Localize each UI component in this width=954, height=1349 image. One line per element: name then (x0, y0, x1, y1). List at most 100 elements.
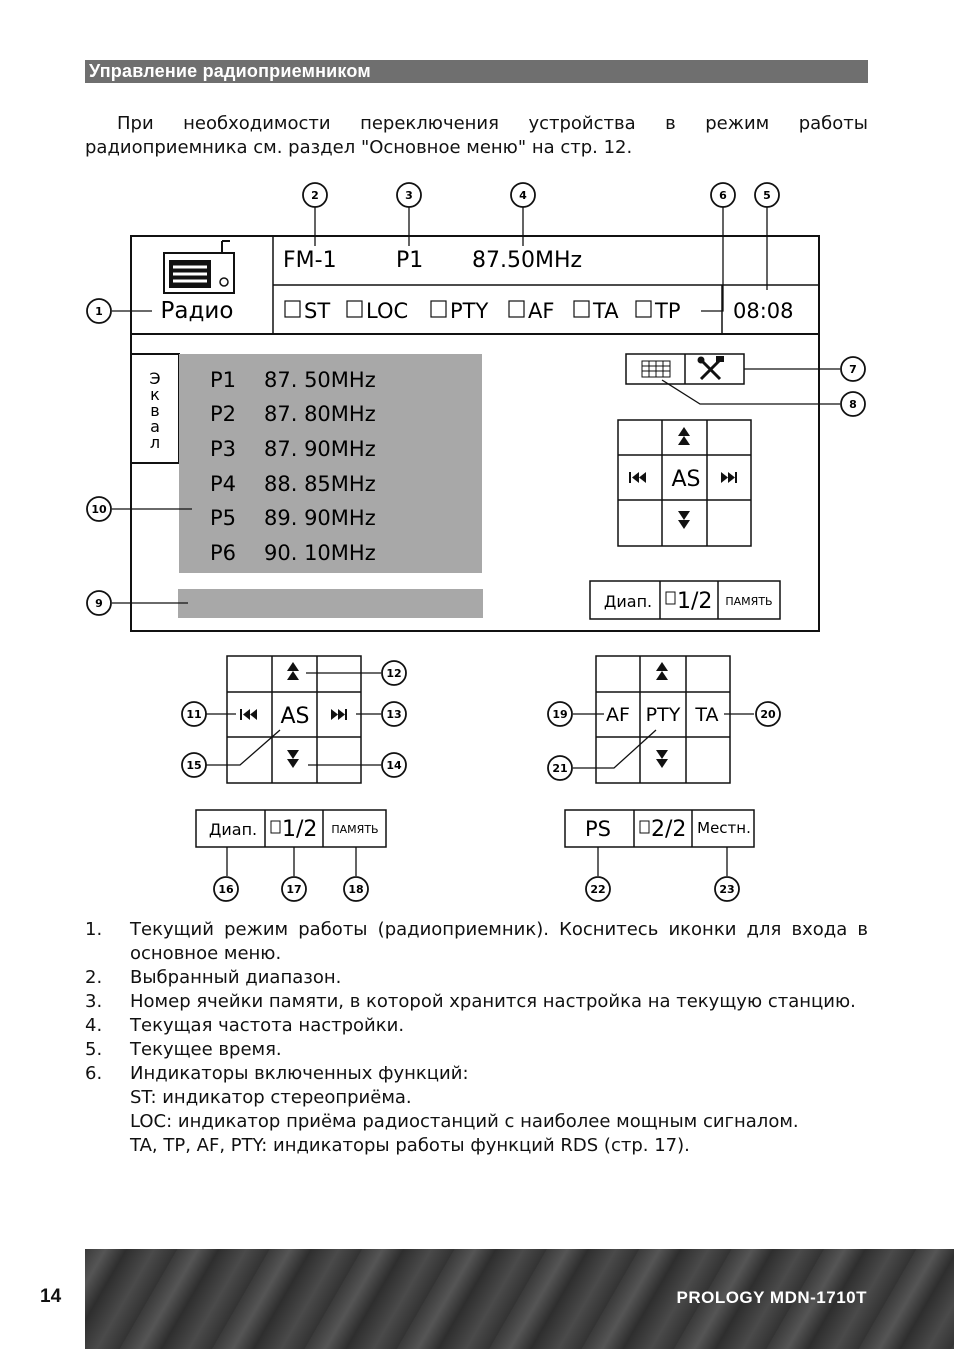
eq-letter: Э (149, 369, 160, 388)
indicator-tp: TP (654, 299, 681, 323)
band-button[interactable]: Диап. (604, 592, 652, 611)
callout-number: 22 (590, 883, 605, 896)
indicator-ta: TA (592, 299, 619, 323)
callout-number: 12 (386, 667, 401, 680)
preset-freq[interactable]: 87. 90MHz (264, 437, 376, 461)
section-title: Управление радиоприемником (85, 60, 868, 83)
prev-icon[interactable] (629, 472, 646, 483)
seek-down-icon[interactable] (656, 750, 668, 768)
brand-label: PROLOGY MDN-1710T (676, 1288, 867, 1307)
intro-paragraph: При необходимости переключения устройств… (85, 113, 868, 158)
list-subitem: ST: индикатор стереоприёма. (130, 1087, 412, 1108)
seek-down-icon[interactable] (287, 750, 299, 768)
band-label: FM-1 (283, 248, 337, 273)
ps-button[interactable]: PS (585, 817, 611, 841)
list-item: 5.Текущее время. (85, 1039, 282, 1060)
pty-button[interactable]: PTY (646, 704, 681, 726)
eq-tab[interactable] (130, 353, 180, 464)
callout-number: 4 (519, 189, 527, 202)
as-button[interactable]: AS (280, 704, 309, 729)
band-button[interactable]: Диап. (209, 820, 257, 839)
preset-name[interactable]: P6 (210, 541, 236, 565)
eq-letter: л (150, 433, 160, 452)
local-button[interactable]: Местн. (697, 819, 751, 837)
callout-number: 3 (405, 189, 413, 202)
indicator-af: AF (528, 299, 554, 323)
callout-number: 5 (763, 189, 771, 202)
preset-freq[interactable]: 87. 50MHz (264, 368, 376, 392)
radio-icon[interactable] (163, 240, 235, 294)
list-item: 1.Текущий режим работы (радиоприемник). … (85, 919, 868, 964)
frequency-label: 87.50MHz (472, 248, 582, 273)
callout-number: 8 (849, 398, 857, 411)
page-icon (639, 820, 650, 834)
eq-letter: к (150, 385, 160, 404)
preset-name[interactable]: P1 (210, 368, 236, 392)
callout-number: 7 (849, 363, 857, 376)
callout-number: 6 (719, 189, 727, 202)
callout-number: 11 (186, 708, 201, 721)
indicator-st: ST (304, 299, 330, 323)
preset-list (179, 354, 482, 573)
callout-number: 10 (91, 503, 107, 516)
list-item: 2.Выбранный диапазон. (85, 967, 342, 988)
page-number: 14 (40, 1286, 62, 1307)
page-icon (270, 820, 281, 834)
list-subitem: TA, TP, AF, PTY: индикаторы работы функц… (130, 1135, 690, 1156)
page-button[interactable]: 2/2 (651, 817, 686, 842)
indicator-loc: LOC (366, 299, 408, 323)
footer-band (85, 1249, 954, 1349)
mode-label[interactable]: Радио (161, 298, 234, 324)
list-item: 4.Текущая частота настройки. (85, 1015, 405, 1036)
callout-number: 13 (386, 708, 401, 721)
callout-number: 19 (552, 708, 567, 721)
preset-freq[interactable]: 89. 90MHz (264, 506, 376, 530)
grid-icon[interactable] (641, 360, 671, 378)
preset-freq[interactable]: 87. 80MHz (264, 402, 376, 426)
seek-up-icon[interactable] (656, 662, 668, 680)
callout-number: 18 (348, 883, 363, 896)
page-button[interactable]: 1/2 (282, 817, 317, 842)
callout-number: 15 (186, 759, 201, 772)
preset-name[interactable]: P3 (210, 437, 236, 461)
callout-number: 17 (286, 883, 301, 896)
callout-number: 2 (311, 189, 319, 202)
seek-up-icon[interactable] (678, 427, 690, 445)
callout-number: 20 (760, 708, 776, 721)
eq-letter: в (150, 401, 159, 420)
page-button[interactable]: 1/2 (677, 589, 712, 614)
next-icon[interactable] (331, 709, 347, 720)
eq-letter: а (150, 417, 160, 436)
preset-freq[interactable]: 90. 10MHz (264, 541, 376, 565)
preset-label: P1 (396, 248, 423, 273)
callout-number: 9 (95, 597, 103, 610)
callout-number: 1 (95, 305, 103, 318)
preset-name[interactable]: P2 (210, 402, 236, 426)
preset-freq[interactable]: 88. 85MHz (264, 472, 376, 496)
memory-button[interactable]: ПАМЯТЬ (725, 595, 772, 608)
ta-button[interactable]: TA (694, 704, 718, 726)
list-item: 6.Индикаторы включенных функций: (85, 1063, 469, 1084)
af-button[interactable]: AF (606, 704, 630, 726)
indicator-pty: PTY (450, 299, 488, 323)
legend-list: 1.Текущий режим работы (радиоприемник). … (85, 918, 868, 1158)
as-button[interactable]: AS (671, 467, 700, 492)
callout-number: 23 (719, 883, 734, 896)
list-item: 3.Номер ячейки памяти, в которой хранитс… (85, 991, 856, 1012)
preset-name[interactable]: P4 (210, 472, 236, 496)
clock-label: 08:08 (733, 299, 794, 323)
preset-name[interactable]: P5 (210, 506, 236, 530)
seek-up-icon[interactable] (287, 662, 299, 680)
seek-down-icon[interactable] (678, 511, 690, 529)
prev-icon[interactable] (240, 709, 257, 720)
page-icon (665, 591, 676, 605)
callout-number: 21 (552, 762, 567, 775)
next-icon[interactable] (721, 472, 737, 483)
callout-number: 16 (218, 883, 234, 896)
memory-button[interactable]: ПАМЯТЬ (331, 823, 378, 836)
status-bar (178, 589, 483, 618)
list-subitem: LOC: индикатор приёма радиостанций с наи… (130, 1111, 799, 1132)
callout-number: 14 (386, 759, 402, 772)
tools-icon[interactable] (697, 356, 725, 381)
